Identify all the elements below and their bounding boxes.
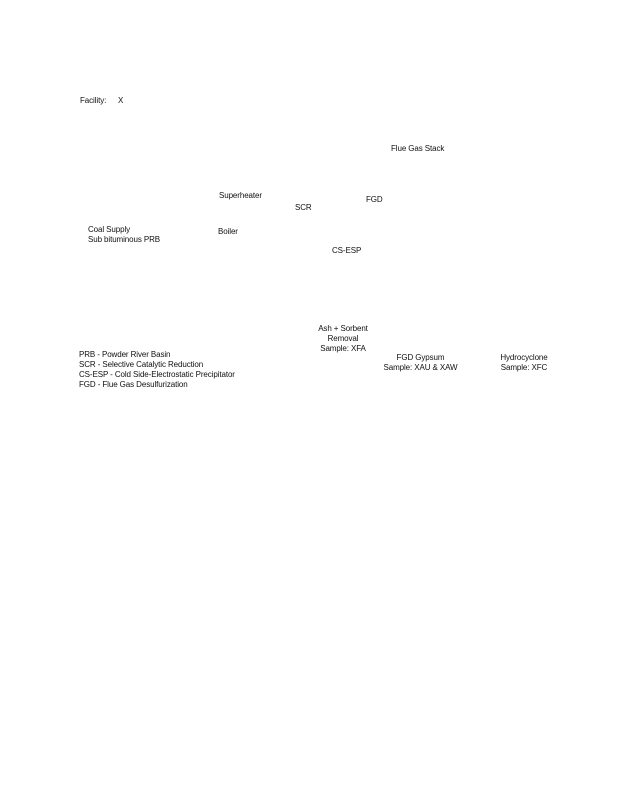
ash-line-3: Sample: XFA bbox=[320, 344, 366, 353]
scr-label: SCR bbox=[295, 203, 312, 212]
fgd-gypsum-label: FGD Gypsum Sample: XAU & XAW bbox=[378, 353, 463, 373]
coal-supply-label: Coal Supply Sub bituminous PRB bbox=[88, 225, 160, 245]
fgd-label: FGD bbox=[366, 195, 383, 204]
superheater-label: Superheater bbox=[219, 191, 262, 200]
legend-item: FGD - Flue Gas Desulfurization bbox=[79, 380, 188, 389]
cs-esp-label: CS-ESP bbox=[332, 246, 362, 255]
ash-line-2: Removal bbox=[327, 334, 359, 343]
fgd-gypsum-line-2: Sample: XAU & XAW bbox=[383, 363, 458, 372]
legend-item: CS-ESP - Cold Side-Electrostatic Precipi… bbox=[79, 370, 235, 379]
hydrocyclone-label: Hydrocyclone Sample: XFC bbox=[495, 353, 553, 373]
hydrocyclone-line-1: Hydrocyclone bbox=[500, 353, 548, 362]
fgd-gypsum-line-1: FGD Gypsum bbox=[396, 353, 445, 362]
coal-supply-line-1: Coal Supply bbox=[88, 225, 131, 234]
legend-item: SCR - Selective Catalytic Reduction bbox=[79, 360, 204, 369]
abbreviation-legend: PRB - Powder River Basin SCR - Selective… bbox=[79, 350, 235, 390]
boiler-label: Boiler bbox=[218, 227, 238, 236]
coal-supply-line-2: Sub bituminous PRB bbox=[88, 235, 161, 244]
ash-sorbent-removal-label: Ash + Sorbent Removal Sample: XFA bbox=[313, 324, 373, 354]
facility-label: Facility: bbox=[80, 96, 107, 105]
ash-line-1: Ash + Sorbent bbox=[318, 324, 368, 333]
facility-value: X bbox=[118, 96, 124, 105]
legend-item: PRB - Powder River Basin bbox=[79, 350, 171, 359]
flue-gas-stack-label: Flue Gas Stack bbox=[391, 144, 445, 153]
hydrocyclone-line-2: Sample: XFC bbox=[500, 363, 548, 372]
